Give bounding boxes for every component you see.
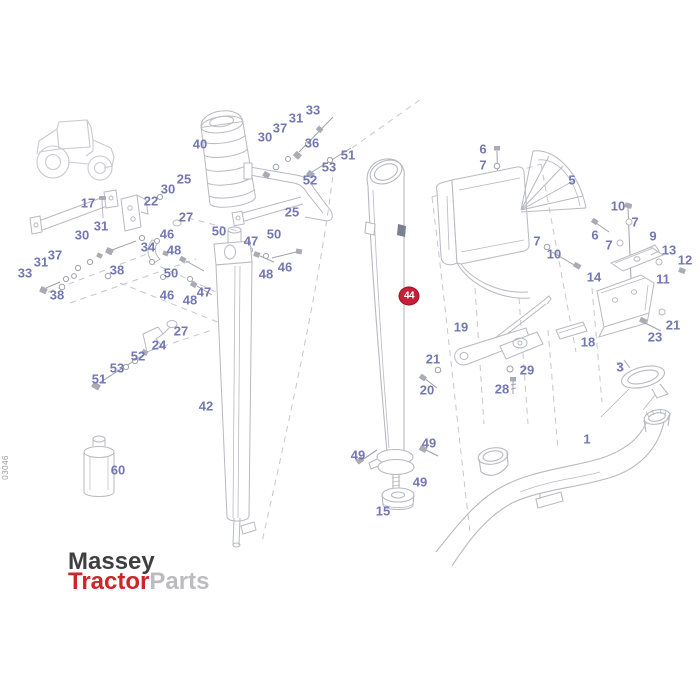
part-label-47: 47 [243, 233, 259, 249]
part-label-10: 10 [546, 246, 562, 262]
part-label-1: 1 [583, 431, 591, 447]
part-label-31: 31 [33, 254, 49, 270]
part-19-mount-strap-drawing [454, 295, 552, 366]
part-label-50: 50 [211, 223, 227, 239]
part-label-50: 50 [266, 226, 282, 242]
part-label-34: 34 [140, 239, 156, 255]
part-label-3: 3 [616, 359, 624, 375]
part-label-40: 40 [192, 136, 208, 152]
part-label-49: 49 [421, 435, 437, 451]
highlighted-part-badge: 44 [398, 286, 420, 306]
highlighted-part-number: 44 [403, 290, 415, 302]
part-label-50: 50 [163, 265, 179, 281]
part-44-exhaust-pipe-drawing [355, 158, 439, 511]
part-label-33: 33 [305, 102, 321, 118]
part-label-10: 10 [610, 198, 626, 214]
part-label-48: 48 [258, 266, 274, 282]
hardware-fasteners-drawing [39, 116, 582, 394]
part-label-31: 31 [93, 218, 109, 234]
part-label-21: 21 [665, 317, 681, 333]
part-label-38: 38 [49, 287, 65, 303]
part-label-6: 6 [479, 141, 487, 157]
logo-massey-text: Massey [68, 548, 155, 575]
part-label-49: 49 [350, 447, 366, 463]
part-label-7: 7 [631, 214, 639, 230]
part-label-7: 7 [605, 237, 613, 253]
part-label-37: 37 [47, 247, 63, 263]
part-label-11: 11 [656, 271, 670, 287]
part-label-60: 60 [110, 462, 126, 478]
part-label-7: 7 [533, 233, 541, 249]
part-label-30: 30 [160, 181, 176, 197]
part-label-46: 46 [159, 226, 175, 242]
part-label-21: 21 [425, 351, 441, 367]
part-label-5: 5 [568, 172, 576, 188]
part-label-24: 24 [151, 337, 167, 353]
part-25-support-bar-drawing [29, 162, 333, 235]
part-label-18: 18 [580, 334, 596, 350]
part-label-19: 19 [453, 319, 469, 335]
part-40-muffler-drawing [200, 110, 256, 208]
part-label-23: 23 [647, 329, 663, 345]
part-label-30: 30 [74, 227, 90, 243]
logo-tractor-text: Tractor [68, 568, 150, 595]
part-label-37: 37 [272, 120, 288, 136]
part-label-53: 53 [321, 159, 337, 175]
part-label-52: 52 [130, 348, 146, 364]
part-label-7: 7 [479, 157, 487, 173]
part-label-22: 22 [143, 193, 159, 209]
part-label-42: 42 [198, 398, 214, 414]
part-label-36: 36 [304, 135, 320, 151]
part-label-14: 14 [586, 269, 602, 285]
part-label-49: 49 [412, 474, 428, 490]
part-label-48: 48 [182, 292, 198, 308]
tractor-sketch-icon [36, 119, 115, 181]
part-label-53: 53 [109, 360, 125, 376]
part-label-30: 30 [257, 129, 273, 145]
part-label-15: 15 [375, 503, 391, 519]
part-label-25: 25 [176, 171, 192, 187]
logo-parts-text: Parts [149, 568, 210, 595]
part-label-9: 9 [649, 228, 657, 244]
part-label-51: 51 [91, 371, 107, 387]
image-code-watermark: 03046 [1, 455, 10, 480]
part-label-33: 33 [17, 265, 33, 281]
part-label-28: 28 [494, 381, 510, 397]
part-label-27: 27 [178, 209, 194, 225]
part-label-12: 12 [677, 252, 693, 268]
logo-tractorparts-text: TractorParts [68, 570, 209, 594]
part-label-38: 38 [109, 262, 125, 278]
part-label-51: 51 [340, 147, 356, 163]
part-label-48: 48 [166, 242, 182, 258]
part-label-52: 52 [302, 172, 318, 188]
brand-logo: Massey TractorParts [68, 548, 209, 594]
part-label-25: 25 [284, 204, 300, 220]
part-label-27: 27 [173, 323, 189, 339]
part-label-13: 13 [661, 242, 677, 258]
part-label-6: 6 [591, 227, 599, 243]
part-label-17: 17 [80, 195, 96, 211]
part-label-20: 20 [419, 382, 435, 398]
part-1-lower-pipe-drawing [435, 359, 671, 567]
part-label-29: 29 [519, 362, 535, 378]
left-brackets-drawing [99, 194, 182, 353]
part-label-46: 46 [277, 259, 293, 275]
part-42-column-drawing [213, 226, 257, 548]
right-bracket-assembly-drawing [555, 202, 686, 340]
part-label-46: 46 [159, 287, 175, 303]
part-5-heat-shield-drawing [436, 150, 587, 299]
part-label-31: 31 [288, 110, 304, 126]
part-label-47: 47 [196, 284, 212, 300]
part-60-canister-drawing [83, 435, 115, 497]
